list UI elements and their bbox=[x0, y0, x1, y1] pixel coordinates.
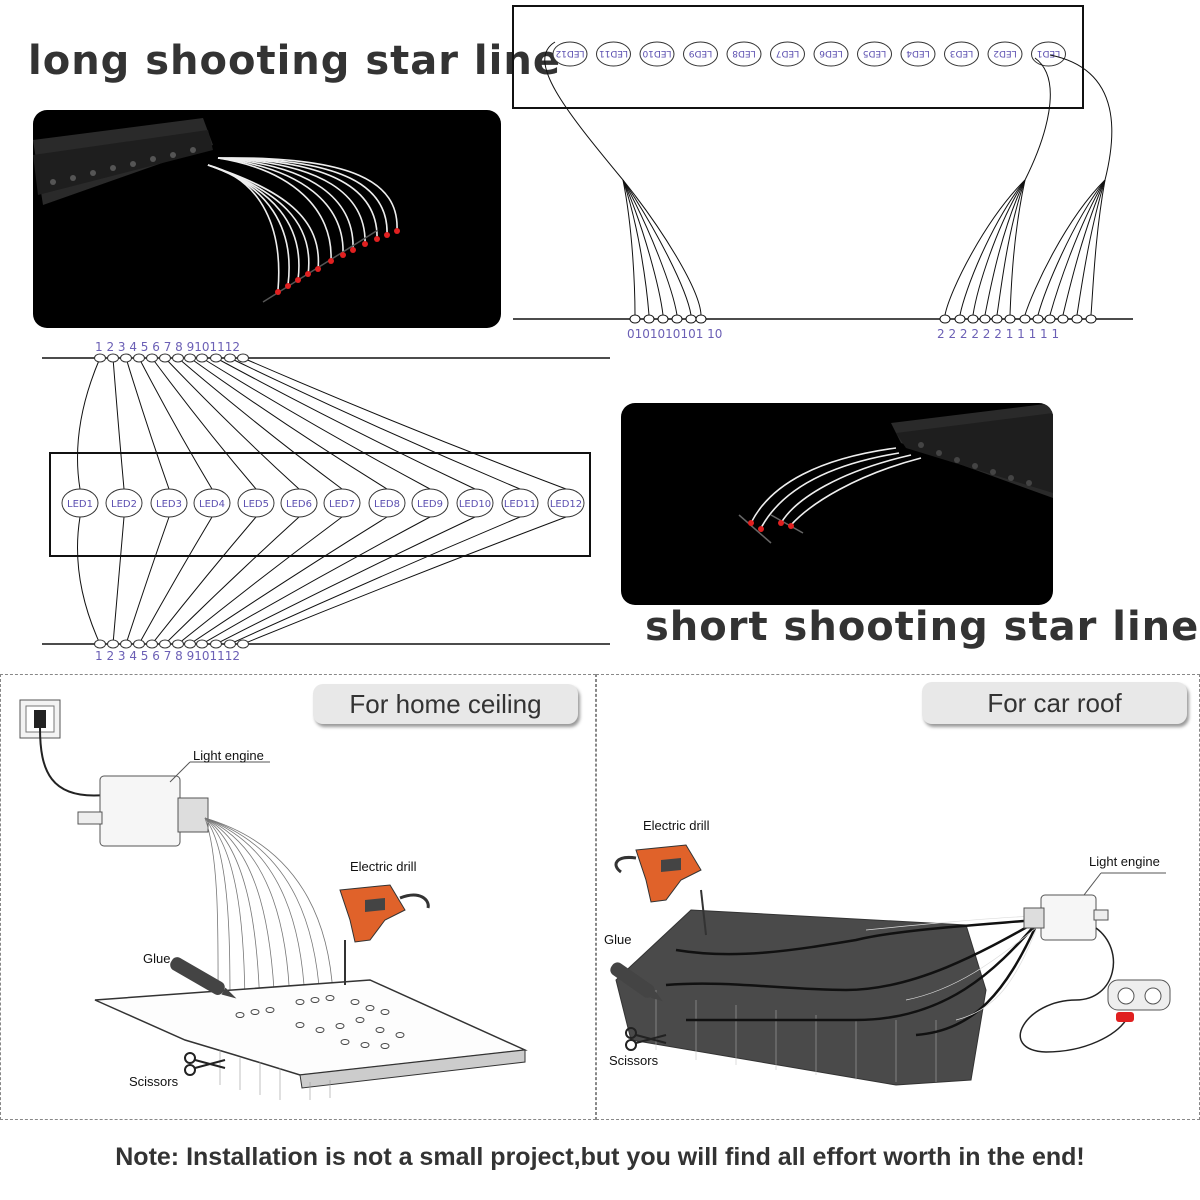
flipped-led: LED8 bbox=[726, 41, 762, 67]
led-label: LED3 bbox=[156, 499, 182, 510]
car-glue-label: Glue bbox=[604, 932, 632, 947]
connector-dot bbox=[184, 639, 196, 649]
flipped-led-label: LED3 bbox=[950, 48, 973, 58]
led-6: LED6 bbox=[280, 488, 318, 518]
home-light-engine-label: Light engine bbox=[193, 748, 264, 763]
led-2: LED2 bbox=[105, 488, 143, 518]
installation-note: Note: Installation is not a small projec… bbox=[115, 1143, 1085, 1171]
long-shooting-star-title: long shooting star line bbox=[28, 38, 561, 84]
connector-dot bbox=[159, 353, 171, 363]
long-line-photo bbox=[33, 110, 501, 328]
connector-dot bbox=[94, 639, 106, 649]
bottom-connector-numbers: 1 2 3 4 5 6 7 8 9101112 bbox=[95, 649, 240, 663]
flipped-led-label: LED10 bbox=[642, 48, 671, 58]
led-label: LED8 bbox=[374, 499, 400, 510]
connector-dot bbox=[159, 639, 171, 649]
home-ceiling-illustration bbox=[19, 699, 528, 1100]
flipped-led: LED7 bbox=[770, 41, 805, 67]
home-electric-drill-label: Electric drill bbox=[350, 859, 417, 874]
short-line-photo bbox=[621, 403, 1053, 605]
car-scissors-label: Scissors bbox=[609, 1053, 659, 1068]
led-11: LED11 bbox=[501, 488, 539, 518]
connector-dot bbox=[237, 353, 249, 363]
led-4: LED4 bbox=[193, 488, 231, 518]
connector-dot bbox=[133, 639, 145, 649]
home-glue-label: Glue bbox=[143, 951, 171, 966]
led-8: LED8 bbox=[368, 488, 406, 518]
connector-dot bbox=[224, 353, 236, 363]
flipped-led: LED3 bbox=[944, 41, 979, 67]
led-wiring-diagram: LED1 LED2 LED3 LED4 LED5 LED6 LED7 LED8 LED9 LED1… bbox=[42, 340, 610, 663]
car-roof-illustration bbox=[610, 844, 1171, 1086]
connector-dot bbox=[172, 353, 184, 363]
flip-right-numbers: 2 2 2 2 2 2 1 1 1 1 1 bbox=[937, 327, 1059, 341]
connector-dot bbox=[224, 639, 236, 649]
connector-dot bbox=[196, 353, 208, 363]
connector-dot bbox=[120, 353, 132, 363]
flipped-led-label: LED7 bbox=[776, 48, 799, 58]
flipped-led: LED2 bbox=[987, 41, 1023, 67]
connector-dot bbox=[237, 639, 249, 649]
connector-dot bbox=[210, 639, 222, 649]
flipped-led-label: LED9 bbox=[689, 48, 713, 58]
home-ceiling-section bbox=[0, 674, 596, 1120]
led-label: LED11 bbox=[504, 499, 536, 510]
flipped-led-label: LED5 bbox=[863, 48, 886, 58]
connector-dot bbox=[133, 353, 145, 363]
flipped-led: LED1 bbox=[1031, 41, 1066, 67]
led-10: LED10 bbox=[456, 488, 494, 518]
flipped-led-label: LED2 bbox=[993, 48, 1016, 58]
flipped-led: LED11 bbox=[596, 41, 631, 67]
car-electric-drill-label: Electric drill bbox=[643, 818, 710, 833]
flipped-led-label: LED8 bbox=[732, 48, 756, 58]
flipped-led: LED5 bbox=[857, 41, 892, 67]
led-label: LED7 bbox=[329, 499, 355, 510]
flipped-led-label: LED12 bbox=[555, 48, 584, 58]
led-9: LED9 bbox=[411, 488, 449, 518]
led-label: LED6 bbox=[286, 499, 312, 510]
led-label: LED5 bbox=[243, 499, 269, 510]
flipped-led: LED6 bbox=[813, 41, 849, 67]
flipped-led-label: LED4 bbox=[906, 48, 930, 58]
led-label: LED2 bbox=[111, 499, 137, 510]
home-ceiling-title: For home ceiling bbox=[313, 684, 578, 724]
connector-dot bbox=[210, 353, 222, 363]
flipped-led: LED10 bbox=[639, 41, 675, 67]
flip-left-numbers: 0101010101 10 bbox=[627, 327, 722, 341]
led-label: LED12 bbox=[550, 499, 582, 510]
connector-dot bbox=[184, 353, 196, 363]
led-1: LED1 bbox=[61, 488, 99, 518]
top-connector-numbers: 1 2 3 4 5 6 7 8 9101112 bbox=[95, 340, 240, 354]
home-scissors-label: Scissors bbox=[129, 1074, 179, 1089]
flipped-led-label: LED1 bbox=[1037, 48, 1060, 58]
car-light-engine-label: Light engine bbox=[1089, 854, 1160, 869]
flipped-led-label: LED11 bbox=[599, 48, 628, 58]
led-7: LED7 bbox=[323, 488, 361, 518]
led-label: LED10 bbox=[459, 499, 491, 510]
led-3: LED3 bbox=[150, 488, 188, 518]
led-label: LED1 bbox=[67, 499, 93, 510]
connector-dot bbox=[146, 639, 158, 649]
connector-dot bbox=[94, 353, 106, 363]
car-roof-title: For car roof bbox=[922, 682, 1187, 724]
flipped-led: LED12 bbox=[552, 41, 588, 67]
connector-dot bbox=[107, 639, 119, 649]
connector-dot bbox=[196, 639, 208, 649]
led-5: LED5 bbox=[237, 488, 275, 518]
short-shooting-star-title: short shooting star line bbox=[645, 604, 1200, 650]
flipped-led: LED4 bbox=[900, 41, 936, 67]
led-label: LED4 bbox=[199, 499, 225, 510]
led-12: LED12 bbox=[547, 488, 585, 518]
connector-dot bbox=[107, 353, 119, 363]
flipped-led-diagram: LED12 LED11 LED10 LED9 LED8 LED7 LED6 LED5 LED4 L… bbox=[512, 5, 1133, 341]
connector-dot bbox=[146, 353, 158, 363]
led-label: LED9 bbox=[417, 499, 443, 510]
connector-dot bbox=[172, 639, 184, 649]
flipped-led: LED9 bbox=[683, 41, 718, 67]
flipped-led-label: LED6 bbox=[819, 48, 843, 58]
connector-dot bbox=[120, 639, 132, 649]
